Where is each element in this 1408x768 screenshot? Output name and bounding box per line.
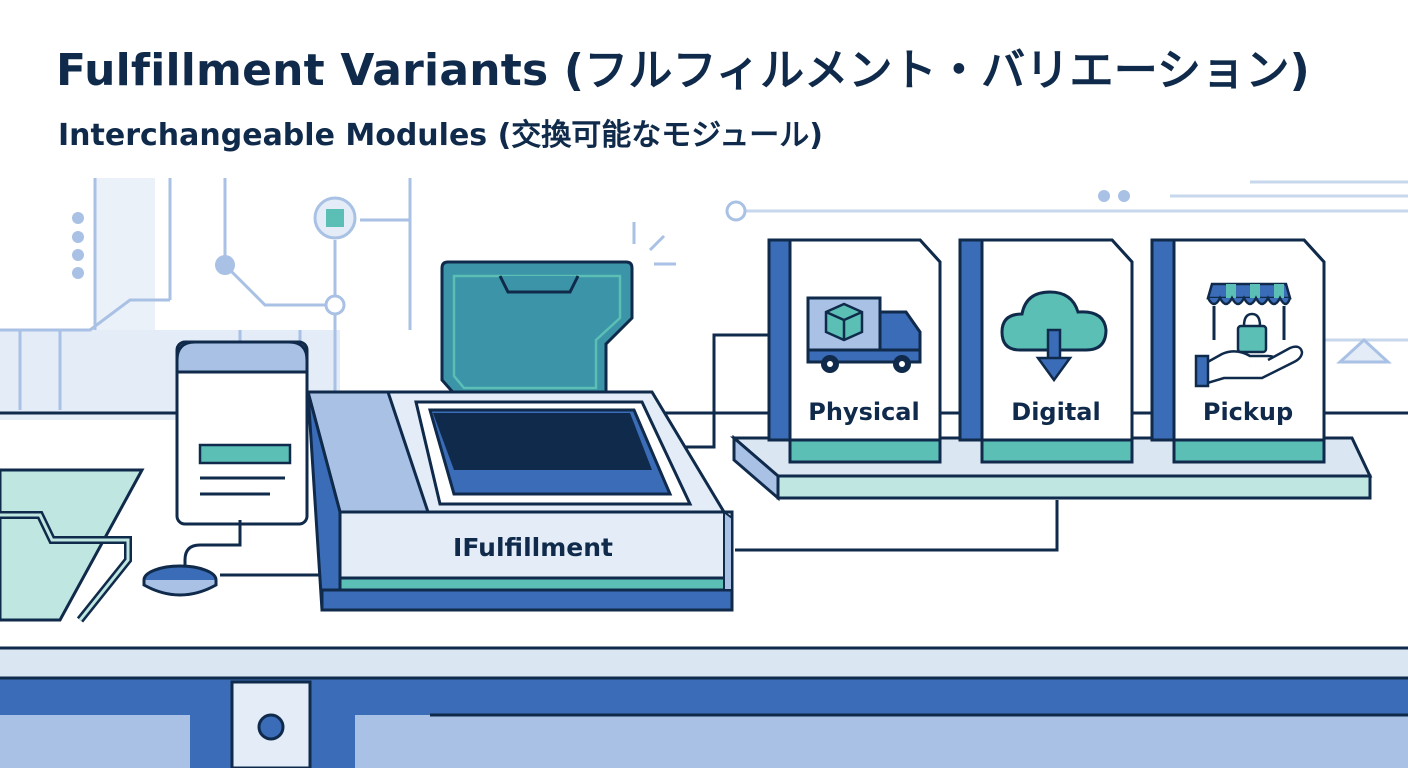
store-pickup-icon: [1194, 282, 1304, 388]
interface-device: [306, 260, 734, 612]
module-card-pickup[interactable]: Pickup: [1150, 238, 1326, 464]
spark-accent: [632, 222, 676, 266]
cloud-download-icon: [1000, 290, 1108, 383]
page-subtitle: Interchangeable Modules (交換可能なモジュール): [58, 118, 823, 153]
module-label-pickup: Pickup: [1203, 398, 1293, 426]
delivery-truck-icon: [806, 296, 922, 373]
module-card-physical[interactable]: Physical: [767, 238, 942, 464]
page-title: Fulfillment Variants (フルフィルメント・バリエーション): [56, 45, 1310, 96]
interface-label: IFulfillment: [453, 533, 613, 562]
table-surface: [0, 411, 1408, 768]
left-tray: [0, 468, 145, 623]
module-label-digital: Digital: [1011, 398, 1100, 426]
document-card: [175, 340, 309, 526]
module-label-physical: Physical: [808, 398, 919, 426]
cable-puck: [142, 520, 320, 597]
module-card-digital[interactable]: Digital: [958, 238, 1134, 464]
